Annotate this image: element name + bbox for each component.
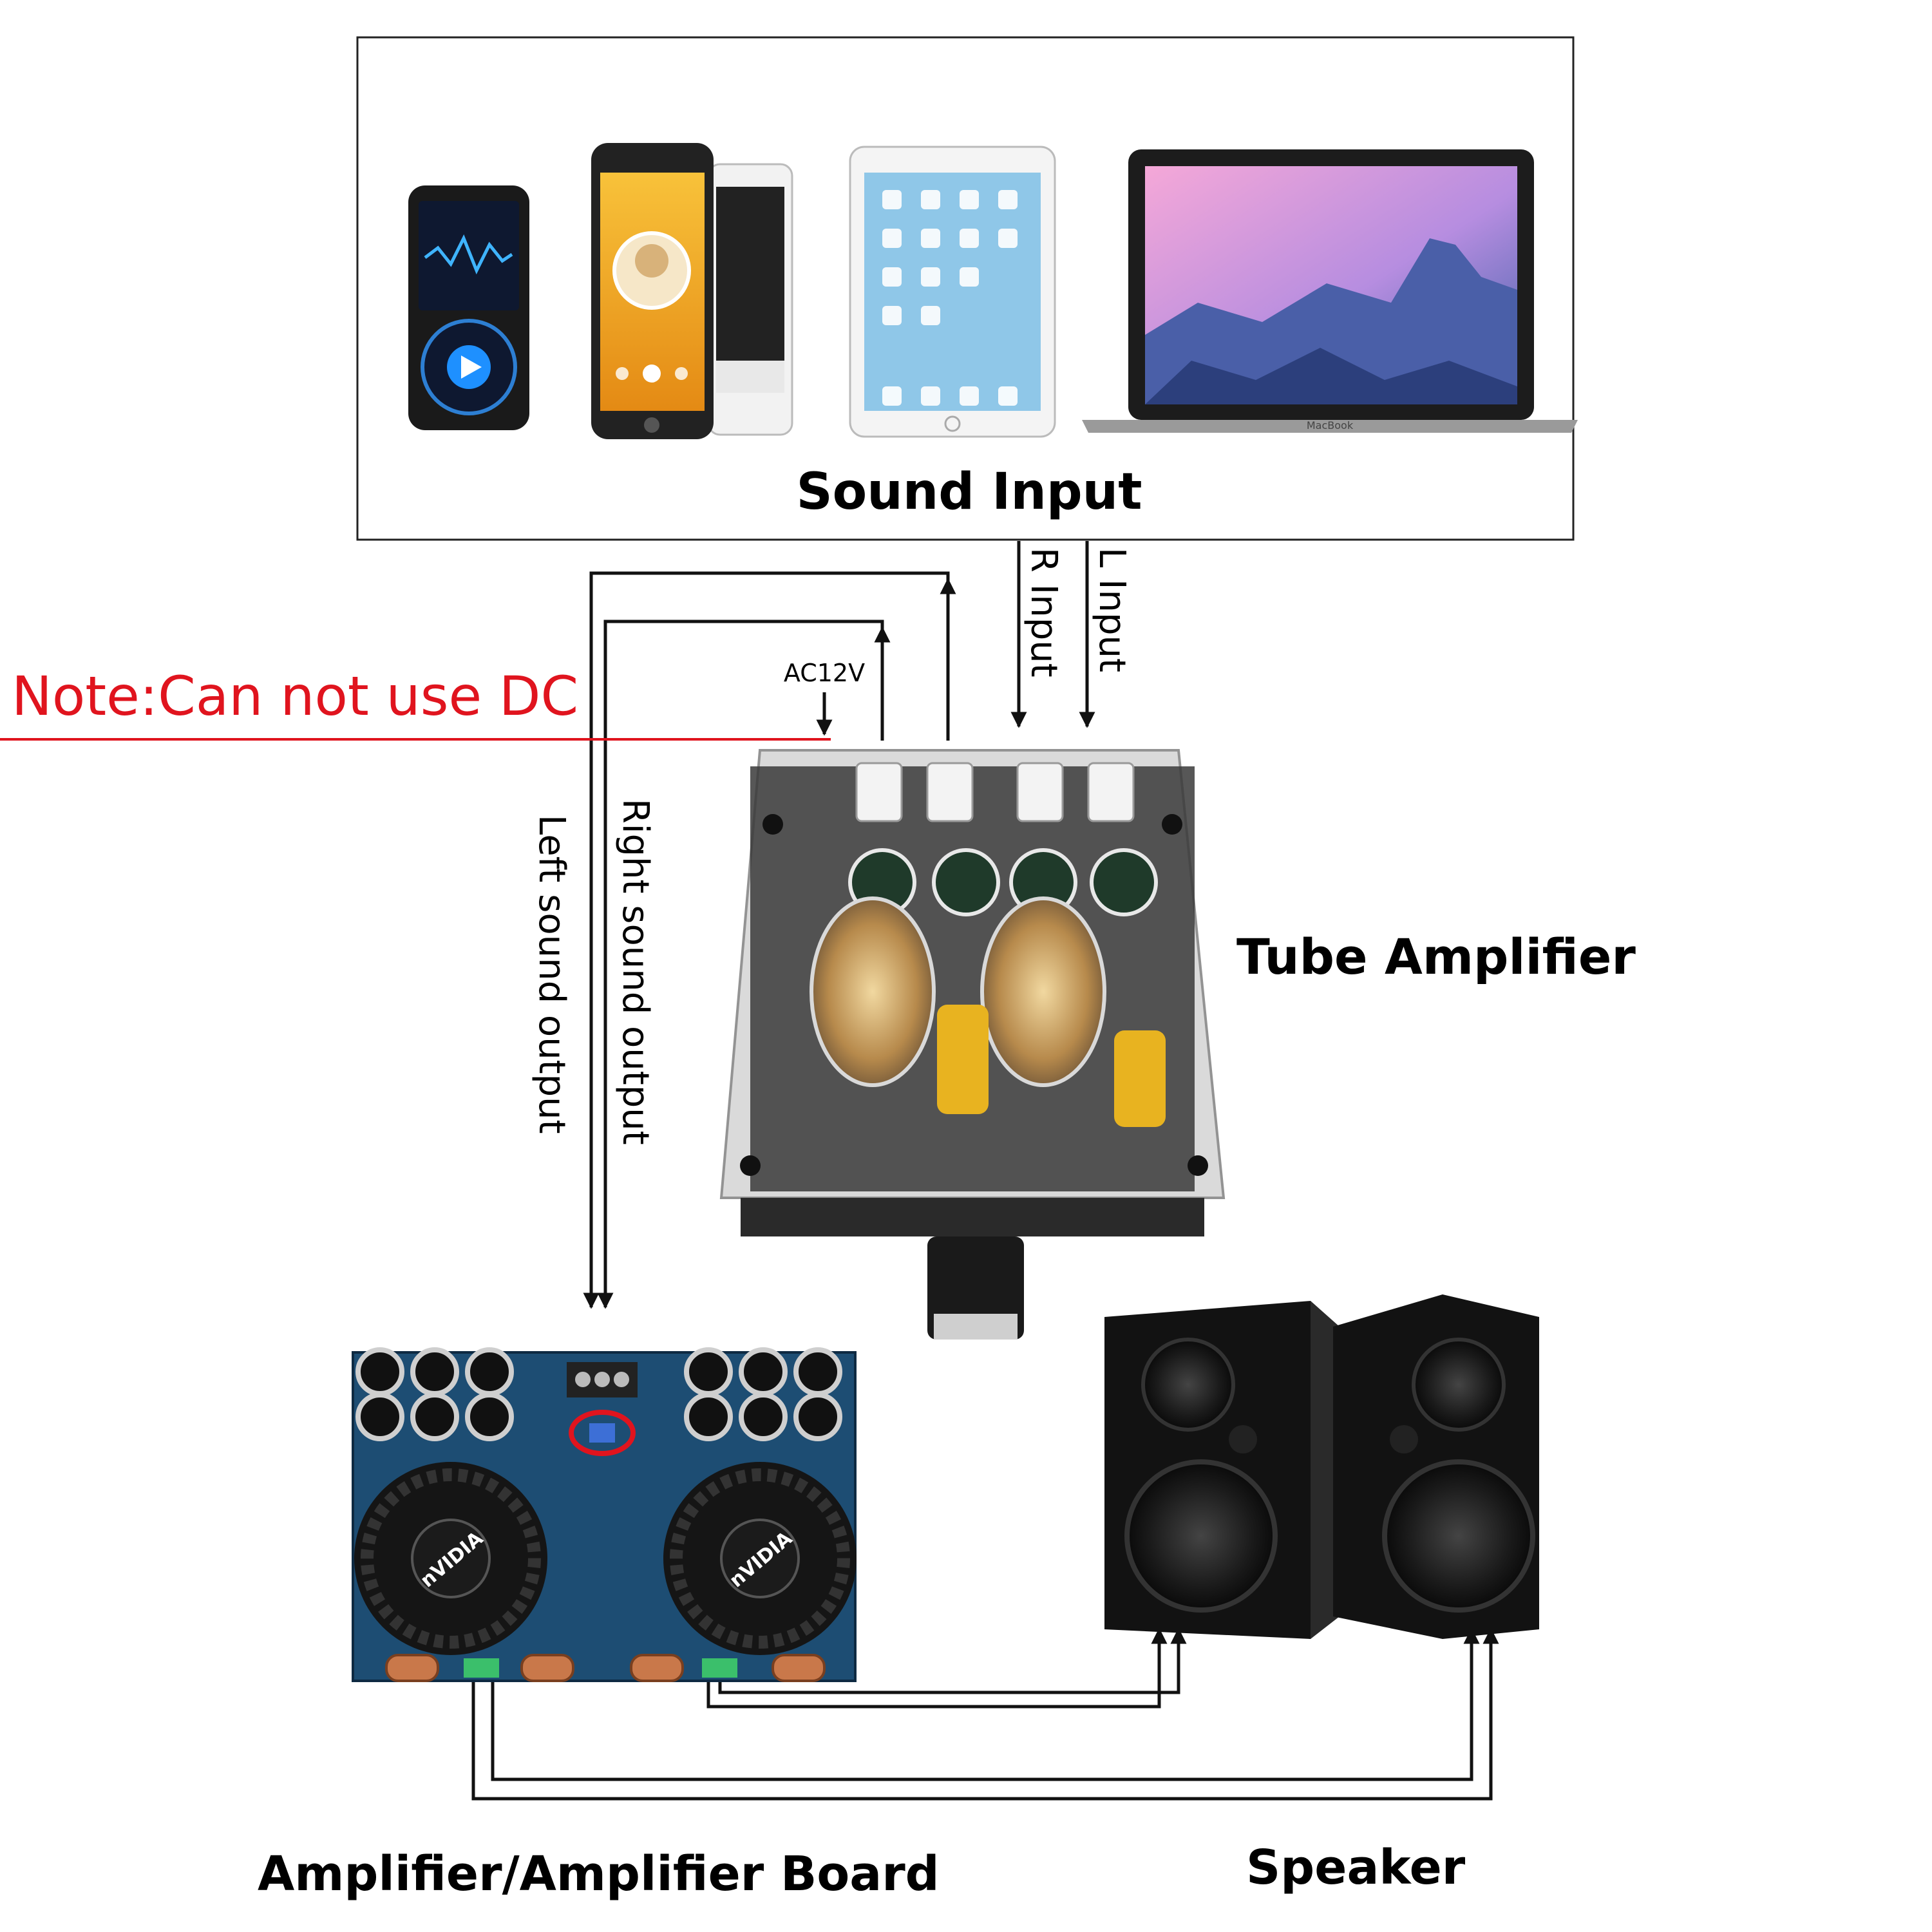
laptop-brand-label: MacBook: [1307, 419, 1354, 431]
speaker-right-image: [1333, 1294, 1539, 1639]
left-sound-output-label: Left sound output: [531, 815, 573, 1134]
l-input-label: L Input: [1091, 547, 1133, 672]
tube-amplifier-image: [719, 749, 1226, 1340]
amplifier-board-label: Amplifier/Amplifier Board: [258, 1846, 940, 1902]
speaker-label: Speaker: [1246, 1840, 1466, 1895]
board-to-right-speaker-wire-1: [471, 1627, 1499, 1801]
tablet-image: [849, 146, 1056, 438]
speaker-left-image: [1104, 1301, 1340, 1639]
sound-input-label: Sound Input: [796, 463, 1142, 521]
sound-input-panel: MacBook Sound Input: [356, 36, 1578, 541]
cooling-fan-left: nVIDIA: [354, 1462, 547, 1655]
cooling-fan-right: nVIDIA: [663, 1462, 857, 1655]
wiring: [471, 541, 1499, 1801]
note-text: Note:Can not use DC: [12, 665, 578, 728]
mp3-player-image: [408, 185, 529, 430]
ac12v-label: AC12V: [784, 659, 865, 687]
laptop-image: MacBook: [1082, 149, 1578, 433]
smartphone-image: [591, 143, 793, 439]
tube-amplifier-label: Tube Amplifier: [1236, 928, 1636, 985]
board-to-right-speaker-wire-2: [491, 1627, 1480, 1781]
board-to-left-speaker-wire-1: [706, 1627, 1168, 1709]
r-input-label: R Input: [1023, 547, 1065, 677]
amplifier-board-image: nVIDIA nVIDIA: [352, 1347, 857, 1682]
board-to-left-speaker-wire-2: [718, 1627, 1187, 1694]
right-sound-output-label: Right sound output: [614, 799, 656, 1145]
